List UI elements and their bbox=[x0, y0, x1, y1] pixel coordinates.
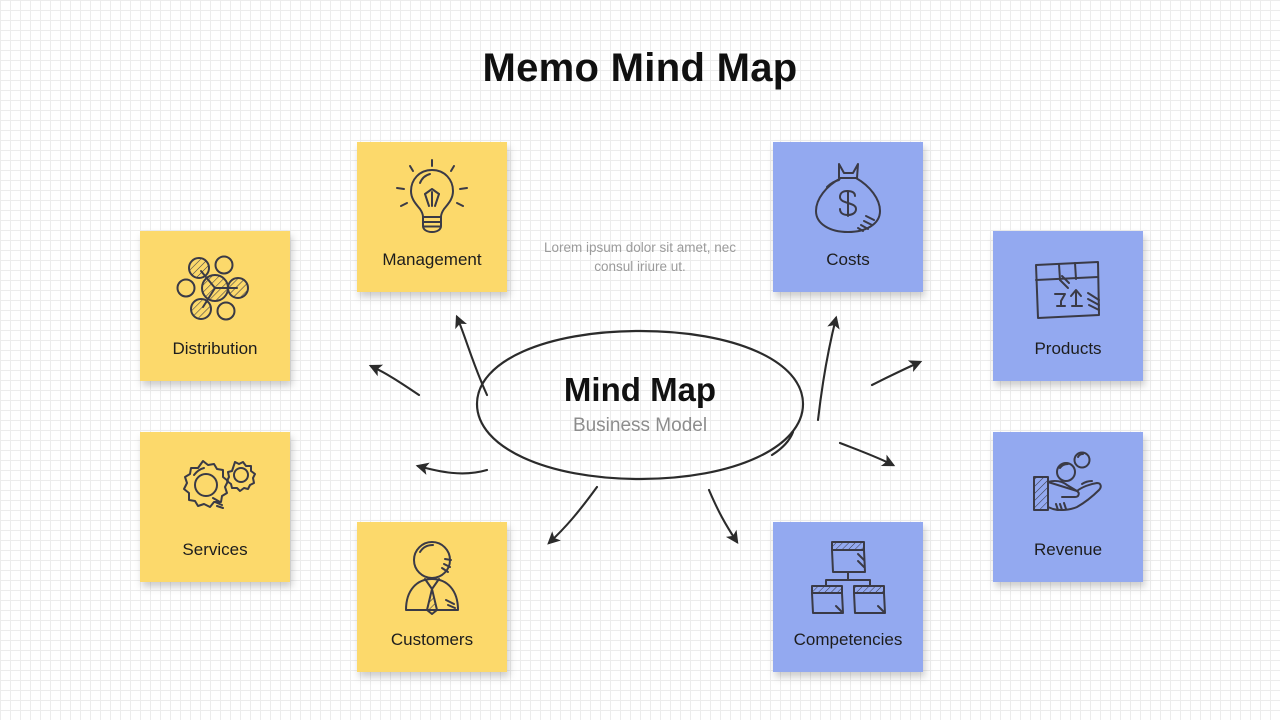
center-ellipse bbox=[475, 329, 805, 481]
node-card-customers[interactable]: Customers bbox=[357, 522, 507, 672]
center-text-block: Mind Map Business Model bbox=[472, 325, 808, 485]
node-card-competencies[interactable]: Competencies bbox=[773, 522, 923, 672]
node-card-distribution[interactable]: Distribution bbox=[140, 231, 290, 381]
node-label-customers: Customers bbox=[390, 630, 474, 649]
node-label-revenue: Revenue bbox=[1033, 540, 1103, 559]
center-subtitle: Business Model bbox=[572, 415, 708, 436]
person-tie-icon bbox=[357, 530, 507, 628]
page-title: Memo Mind Map bbox=[482, 46, 798, 90]
gears-icon bbox=[140, 440, 290, 538]
node-label-costs: Costs bbox=[826, 250, 870, 269]
node-label-products: Products bbox=[1034, 339, 1102, 358]
cardboard-box-icon bbox=[993, 239, 1143, 337]
arrow-to-competencies bbox=[707, 488, 739, 545]
note-text: Lorem ipsum dolor sit amet, nec consul i… bbox=[543, 240, 737, 274]
node-label-competencies: Competencies bbox=[793, 630, 903, 649]
node-label-management: Management bbox=[382, 250, 482, 269]
arrow-to-products bbox=[870, 360, 923, 387]
node-card-products[interactable]: Products bbox=[993, 231, 1143, 381]
arrow-to-costs bbox=[816, 315, 840, 422]
node-card-services[interactable]: Services bbox=[140, 432, 290, 582]
money-bag-icon bbox=[773, 150, 923, 248]
node-card-costs[interactable]: Costs bbox=[773, 142, 923, 292]
hand-coins-icon bbox=[993, 440, 1143, 538]
node-card-revenue[interactable]: Revenue bbox=[993, 432, 1143, 582]
node-label-distribution: Distribution bbox=[172, 339, 258, 358]
center-title: Mind Map bbox=[563, 371, 717, 408]
center-node[interactable]: Mind Map Business Model bbox=[472, 325, 808, 485]
arrow-to-customers bbox=[547, 485, 599, 545]
arrow-to-distribution bbox=[368, 364, 421, 397]
node-card-management[interactable]: Management bbox=[357, 142, 507, 292]
lightbulb-icon bbox=[357, 150, 507, 248]
org-chart-screens-icon bbox=[773, 530, 923, 628]
network-nodes-icon bbox=[140, 239, 290, 337]
node-label-services: Services bbox=[182, 540, 248, 559]
arrow-to-revenue bbox=[838, 441, 896, 467]
